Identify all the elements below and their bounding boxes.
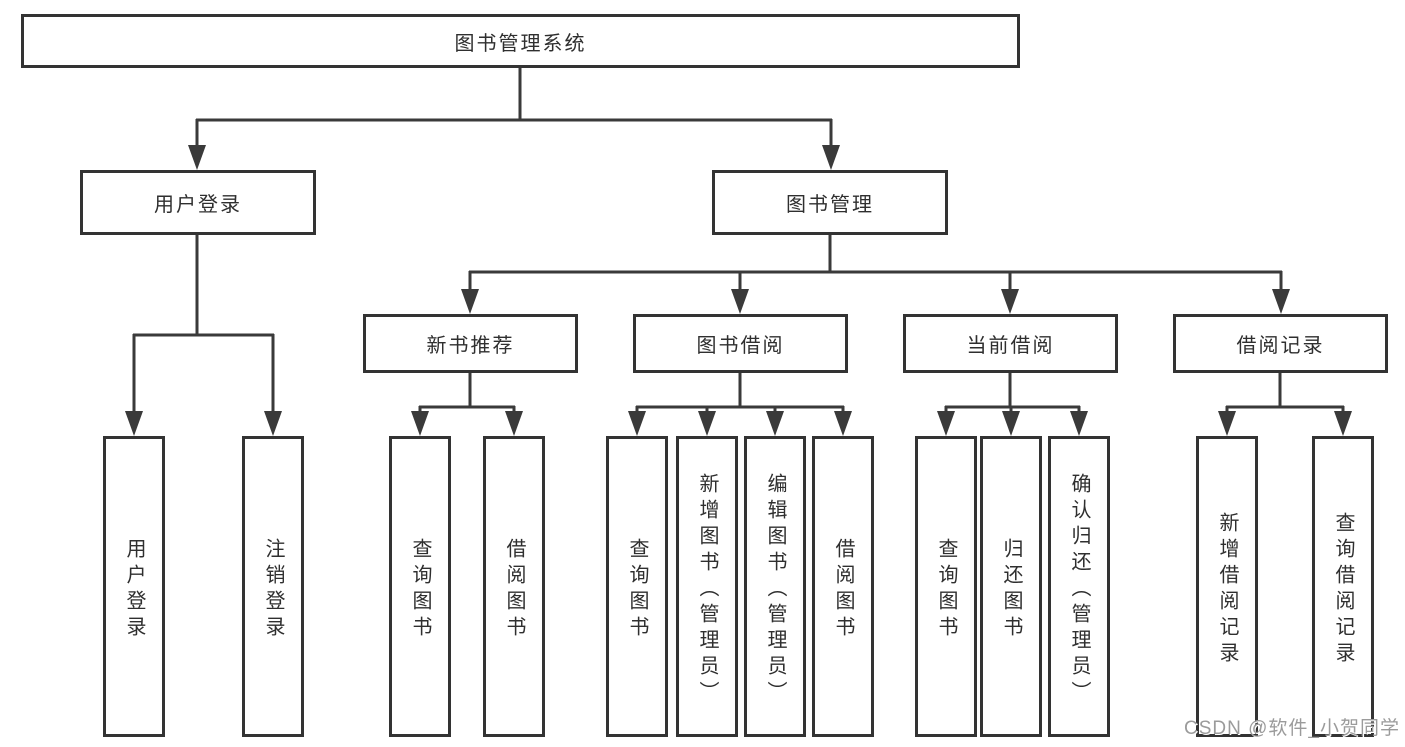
node-new-book-recommendation: 新书推荐 — [363, 314, 578, 373]
leaf-query-books-borrowing: 查询图书 — [606, 436, 668, 737]
leaf-query-borrow-record: 查询借阅记录 — [1312, 436, 1374, 737]
leaf-add-borrow-record: 新增借阅记录 — [1196, 436, 1258, 737]
leaf-borrow-books-recommend: 借阅图书 — [483, 436, 545, 737]
leaf-add-books-admin: 新增图书（管理员） — [676, 436, 738, 737]
node-book-borrowing: 图书借阅 — [633, 314, 848, 373]
leaf-edit-books-admin: 编辑图书（管理员） — [744, 436, 806, 737]
node-current-borrowing: 当前借阅 — [903, 314, 1118, 373]
leaf-query-books-recommend: 查询图书 — [389, 436, 451, 737]
node-user-login: 用户登录 — [80, 170, 316, 235]
node-borrowing-records: 借阅记录 — [1173, 314, 1388, 373]
leaf-borrow-books-borrowing: 借阅图书 — [812, 436, 874, 737]
node-library-system: 图书管理系统 — [21, 14, 1020, 68]
watermark: CSDN @软件_小贺同学 — [1184, 718, 1400, 739]
leaf-query-books-current: 查询图书 — [915, 436, 977, 737]
leaf-confirm-return-admin: 确认归还（管理员） — [1048, 436, 1110, 737]
leaf-user-login: 用户登录 — [103, 436, 165, 737]
node-book-management: 图书管理 — [712, 170, 948, 235]
leaf-logout: 注销登录 — [242, 436, 304, 737]
leaf-return-books: 归还图书 — [980, 436, 1042, 737]
